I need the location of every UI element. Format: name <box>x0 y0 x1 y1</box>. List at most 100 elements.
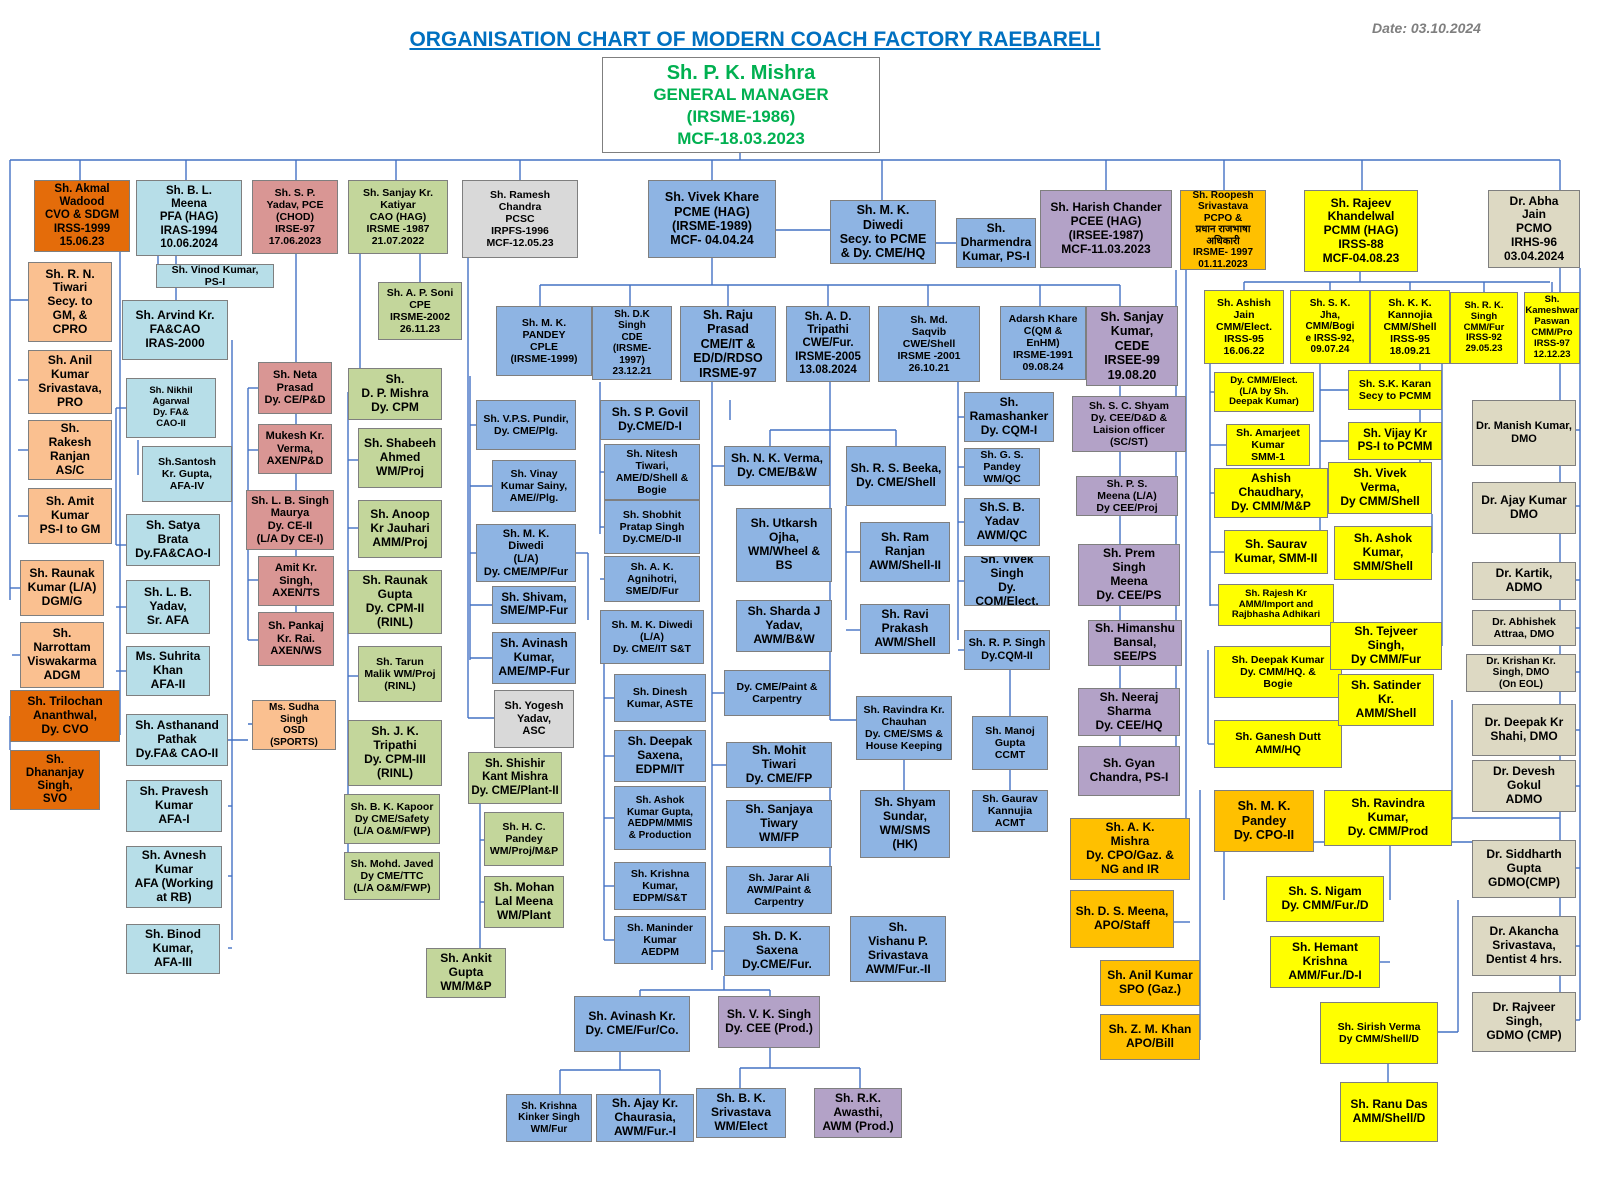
org-box-dmo-1: Dr. Manish Kumar, DMO <box>1472 400 1576 466</box>
org-box-dy-cme-shell: Sh. R. S. Beeka, Dy. CME/Shell <box>846 446 946 506</box>
org-box-aedpm-mmis: Sh. Ashok Kumar Gupta, AEDPM/MMIS & Prod… <box>614 786 706 850</box>
org-box-cde: Sh. D.K Singh CDE (IRSME- 1997) 23.12.21 <box>592 306 672 380</box>
org-box-afa-i: Sh. Pravesh Kumar AFA-I <box>126 780 222 832</box>
org-box-ps-pcme: Sh. Dharmendra Kumar, PS-I <box>956 218 1036 268</box>
org-box-afa-iv: Sh.Santosh Kr. Gupta, AFA-IV <box>142 446 232 502</box>
org-box-spo-gaz: Sh. Anil Kumar SPO (Gaz.) <box>1100 960 1200 1006</box>
org-box-wm-fp: Sh. Sanjaya Tiwary WM/FP <box>726 800 832 848</box>
org-box-dmo-2: Dr. Ajay Kumar DMO <box>1472 482 1576 534</box>
org-box-dmo-3: Dr. Abhishek Attraa, DMO <box>1472 610 1576 646</box>
org-box-dy-fa-cao-ii-b: Sh. Asthanand Pathak Dy.FA& CAO-II <box>126 714 228 766</box>
org-box-dy-cme-fp: Sh. Mohit Tiwari Dy. CME/FP <box>726 742 832 788</box>
org-box-cqm: Adarsh Khare C(QM & EnHM) IRSME-1991 09.… <box>1000 306 1086 380</box>
org-box-dy-cee-hq: Sh. Neeraj Sharma Dy. CEE/HQ <box>1078 688 1180 736</box>
org-box-dgm-g: Sh. Raunak Kumar (L/A) DGM/G <box>20 560 104 616</box>
org-box-amm-import: Sh. Rajesh Kr AMM/Import and Rajbhasha A… <box>1218 584 1334 626</box>
org-box-osd: Ms. Sudha Singh OSD (SPORTS) <box>252 700 336 750</box>
org-box-dy-cme-plant-ii: Sh. Shishir Kant Mishra Dy. CME/Plant-II <box>468 752 562 804</box>
org-box-cwe-fur: Sh. A. D. Tripathi CWE/Fur. IRSME-2005 1… <box>786 306 870 382</box>
org-box-sr-afa: Sh. L. B. Yadav, Sr. AFA <box>126 580 210 634</box>
gm-designation: GENERAL MANAGER <box>653 85 829 104</box>
org-box-apo-bill: Sh. Z. M. Khan APO/Bill <box>1100 1014 1200 1060</box>
org-box-axen-pd: Mukesh Kr. Verma, AXEN/P&D <box>258 424 332 474</box>
org-box-pcmm: Sh. Rajeev Khandelwal PCMM (HAG) IRSS-88… <box>1304 190 1418 272</box>
org-box-dy-cee-proj: Sh. P. S. Meena (L/A) Dy CEE/Proj <box>1076 476 1178 516</box>
org-box-dy-cme-fur: Sh. D. K. Saxena Dy.CME/Fur. <box>724 926 830 976</box>
gm-joined: MCF-18.03.2023 <box>677 129 805 148</box>
org-box-pcme: Sh. Vivek Khare PCME (HAG) (IRSME-1989) … <box>648 180 776 258</box>
org-box-sme-mp-fur: Sh. Shivam, SME/MP-Fur <box>492 586 576 624</box>
org-box-cme-it: Sh. Raju Prasad CME/IT & ED/D/RDSO IRSME… <box>680 306 776 382</box>
org-box-wm-plant: Sh. Mohan Lal Meena WM/Plant <box>484 876 564 928</box>
org-box-pcsc: Sh. Ramesh Chandra PCSC IRPFS-1996 MCF-1… <box>462 180 578 258</box>
org-box-dy-cme-paint: Dy. CME/Paint & Carpentry <box>724 670 830 716</box>
org-box-dy-cqm-i: Sh. Ramashanker Dy. CQM-I <box>964 392 1054 442</box>
org-box-cwe-shell: Sh. Md. Saqvib CWE/Shell IRSME -2001 26.… <box>878 306 980 382</box>
org-box-admo-1: Dr. Kartik, ADMO <box>1472 562 1576 600</box>
org-box-awm-bw: Sh. Sharda J Yadav, AWM/B&W <box>736 600 832 652</box>
org-box-ame-d-shell: Sh. Nitesh Tiwari, AME/D/Shell & Bogie <box>604 444 700 500</box>
org-box-secy-pcme: Sh. M. K. Diwedi Secy. to PCME & Dy. CME… <box>830 200 936 264</box>
org-box-ame-mp-fur: Sh. Avinash Kumar, AME/MP-Fur <box>492 632 576 684</box>
org-box-acmt: Sh. Gaurav Kannujia ACMT <box>972 790 1048 832</box>
org-box-cple: Sh. M. K. PANDEY CPLE (IRSME-1999) <box>496 306 592 376</box>
org-box-dmo-4: Dr. Krishan Kr. Singh, DMO (On EOL) <box>1466 654 1576 692</box>
org-box-dy-cme-it: Sh. M. K. Diwedi (L/A) Dy. CME/IT S&T <box>600 610 704 664</box>
org-box-ps-pcee: Sh. Gyan Chandra, PS-I <box>1078 746 1180 796</box>
org-box-dy-cmm-shell-d: Sh. Sirish Verma Dy CMM/Shell/D <box>1320 1002 1438 1064</box>
org-box-wm-qc: Sh. G. S. Pandey WM/QC <box>964 448 1040 486</box>
org-box-afa-iii: Sh. Binod Kumar, AFA-III <box>126 924 220 974</box>
org-box-dy-fa-cao-ii: Sh. Nikhil Agarwal Dy. FA& CAO-II <box>126 378 216 438</box>
org-box-cvo: Sh. Akmal Wadood CVO & SDGM IRSS-1999 15… <box>34 180 130 252</box>
org-box-dy-cmm-mp: Ashish Chaudhary, Dy. CMM/M&P <box>1214 468 1328 518</box>
org-box-dy-ce-ii: Sh. L. B. Singh Maurya Dy. CE-II (L/A Dy… <box>246 490 334 550</box>
gm-box: Sh. P. K. Mishra GENERAL MANAGER (IRSME-… <box>602 57 880 153</box>
org-box-ame-plg: Sh. Vinay Kumar Sainy, AME//Plg. <box>492 460 576 512</box>
chart-title: ORGANISATION CHART OF MODERN COACH FACTO… <box>409 28 1101 51</box>
org-box-dy-cmm-prod: Sh. Ravindra Kumar, Dy. CMM/Prod <box>1324 790 1452 846</box>
org-box-dy-cme-plg: Sh. V.P.S. Pundir, Dy. CME/Plg. <box>476 400 576 450</box>
org-box-dy-cme-d-ii: Sh. Shobhit Pratap Singh Dy.CME/D-II <box>604 500 700 554</box>
org-box-dy-cme-d-i: Sh. S P. Govil Dy.CME/D-I <box>600 400 700 440</box>
gm-name: Sh. P. K. Mishra <box>666 62 816 84</box>
org-box-awm-shell-ii: Sh. Ram Ranjan AWM/Shell-II <box>860 522 950 582</box>
org-box-dy-cpm-iii: Sh. J. K. Tripathi Dy. CPM-III (RINL) <box>348 720 442 786</box>
org-box-cmm-pro: Sh. Kameshwar Paswan CMM/Pro IRSS-97 12.… <box>1524 292 1580 364</box>
org-box-amm-shell-d: Sh. Ranu Das AMM/Shell/D <box>1340 1082 1438 1142</box>
org-box-dy-cme-safety: Sh. B. K. Kapoor Dy CME/Safety (L/A O&M/… <box>344 794 440 844</box>
org-box-dy-cmm-hq: Sh. Deepak Kumar Dy. CMM/HQ. & Bogie <box>1214 646 1342 698</box>
org-box-aedpm: Sh. Maninder Kumar AEDPM <box>614 916 706 964</box>
org-box-smm-ii: Sh. Saurav Kumar, SMM-II <box>1224 530 1328 574</box>
org-box-fa-cao: Sh. Arvind Kr. FA&CAO IRAS-2000 <box>122 300 228 360</box>
org-box-aste: Sh. Dinesh Kumar, ASTE <box>614 674 706 722</box>
org-box-dy-cmm-fur: Sh. Tejveer Singh, Dy CMM/Fur <box>1330 622 1442 670</box>
org-box-smm-1: Sh. Amarjeet Kumar SMM-1 <box>1226 424 1310 466</box>
org-box-dy-cee-dd: Sh. S. C. Shyam Dy. CEE/D&D & Laision of… <box>1072 396 1186 452</box>
org-box-cpe: Sh. A. P. Soni CPE IRSME-2002 26.11.23 <box>378 282 462 340</box>
org-box-dy-cmm-elect: Dy. CMM/Elect. (L/A by Sh. Deepak Kumar) <box>1214 372 1314 412</box>
org-box-cao: Sh. Sanjay Kr. Katiyar CAO (HAG) IRSME -… <box>348 180 448 254</box>
org-box-pcee: Sh. Harish Chander PCEE (HAG) (IRSEE-198… <box>1040 190 1172 268</box>
org-box-cmm-elect: Sh. Ashish Jain CMM/Elect. IRSS-95 16.06… <box>1204 290 1284 364</box>
org-box-dy-cmm-fur-d: Sh. S. Nigam Dy. CMM/Fur./D <box>1266 876 1384 922</box>
org-box-dy-cme-ttc: Sh. Mohd. Javed Dy CME/TTC (L/A O&M/FWP) <box>344 852 440 900</box>
org-box-see-ps: Sh. Himanshu Bansal, SEE/PS <box>1088 620 1182 666</box>
org-box-wm-proj: Sh. Shabeeh Ahmed WM/Proj <box>358 428 442 488</box>
org-box-ps-pfa: Sh. Vinod Kumar, PS-I <box>156 264 274 288</box>
org-box-adgm: Sh. Narrottam Viswakarma ADGM <box>20 622 104 688</box>
org-box-dy-cqm-elect: Sh. Vivek Singh Dy. CQM/Elect. <box>964 556 1050 606</box>
org-box-wm-wheel: Sh. Utkarsh Ojha, WM/Wheel & BS <box>736 508 832 582</box>
org-box-dmo-5: Dr. Deepak Kr Shahi, DMO <box>1472 704 1576 756</box>
org-box-dy-cme-bw: Sh. N. K. Verma, Dy. CME/B&W <box>724 446 830 486</box>
org-box-edpm-it: Sh. Deepak Saxena, EDPM/IT <box>614 730 706 782</box>
org-box-gdmo-1: Dr. Siddharth Gupta GDMO(CMP) <box>1472 840 1576 898</box>
org-box-dy-cme-sms: Sh. Ravindra Kr. Chauhan Dy. CME/SMS & H… <box>856 696 952 760</box>
org-box-pce: Sh. S. P. Yadav, PCE (CHOD) IRSE-97 17.0… <box>252 180 338 254</box>
org-box-dy-cpm: Sh. D. P. Mishra Dy. CPM <box>348 368 442 420</box>
org-box-amm-fur-d-i: Sh. Hemant Krishna AMM/Fur./D-I <box>1270 936 1380 988</box>
org-box-pro: Sh. Anil Kumar Srivastava, PRO <box>28 350 112 414</box>
org-box-dy-cpo-gaz: Sh. A. K. Mishra Dy. CPO/Gaz. & NG and I… <box>1070 818 1190 880</box>
org-box-pcpo: Sh. Roopesh Srivastava PCPO & प्रधान राज… <box>1180 190 1266 270</box>
org-box-awm-qc: Sh.S. B. Yadav AWM/QC <box>964 498 1040 546</box>
